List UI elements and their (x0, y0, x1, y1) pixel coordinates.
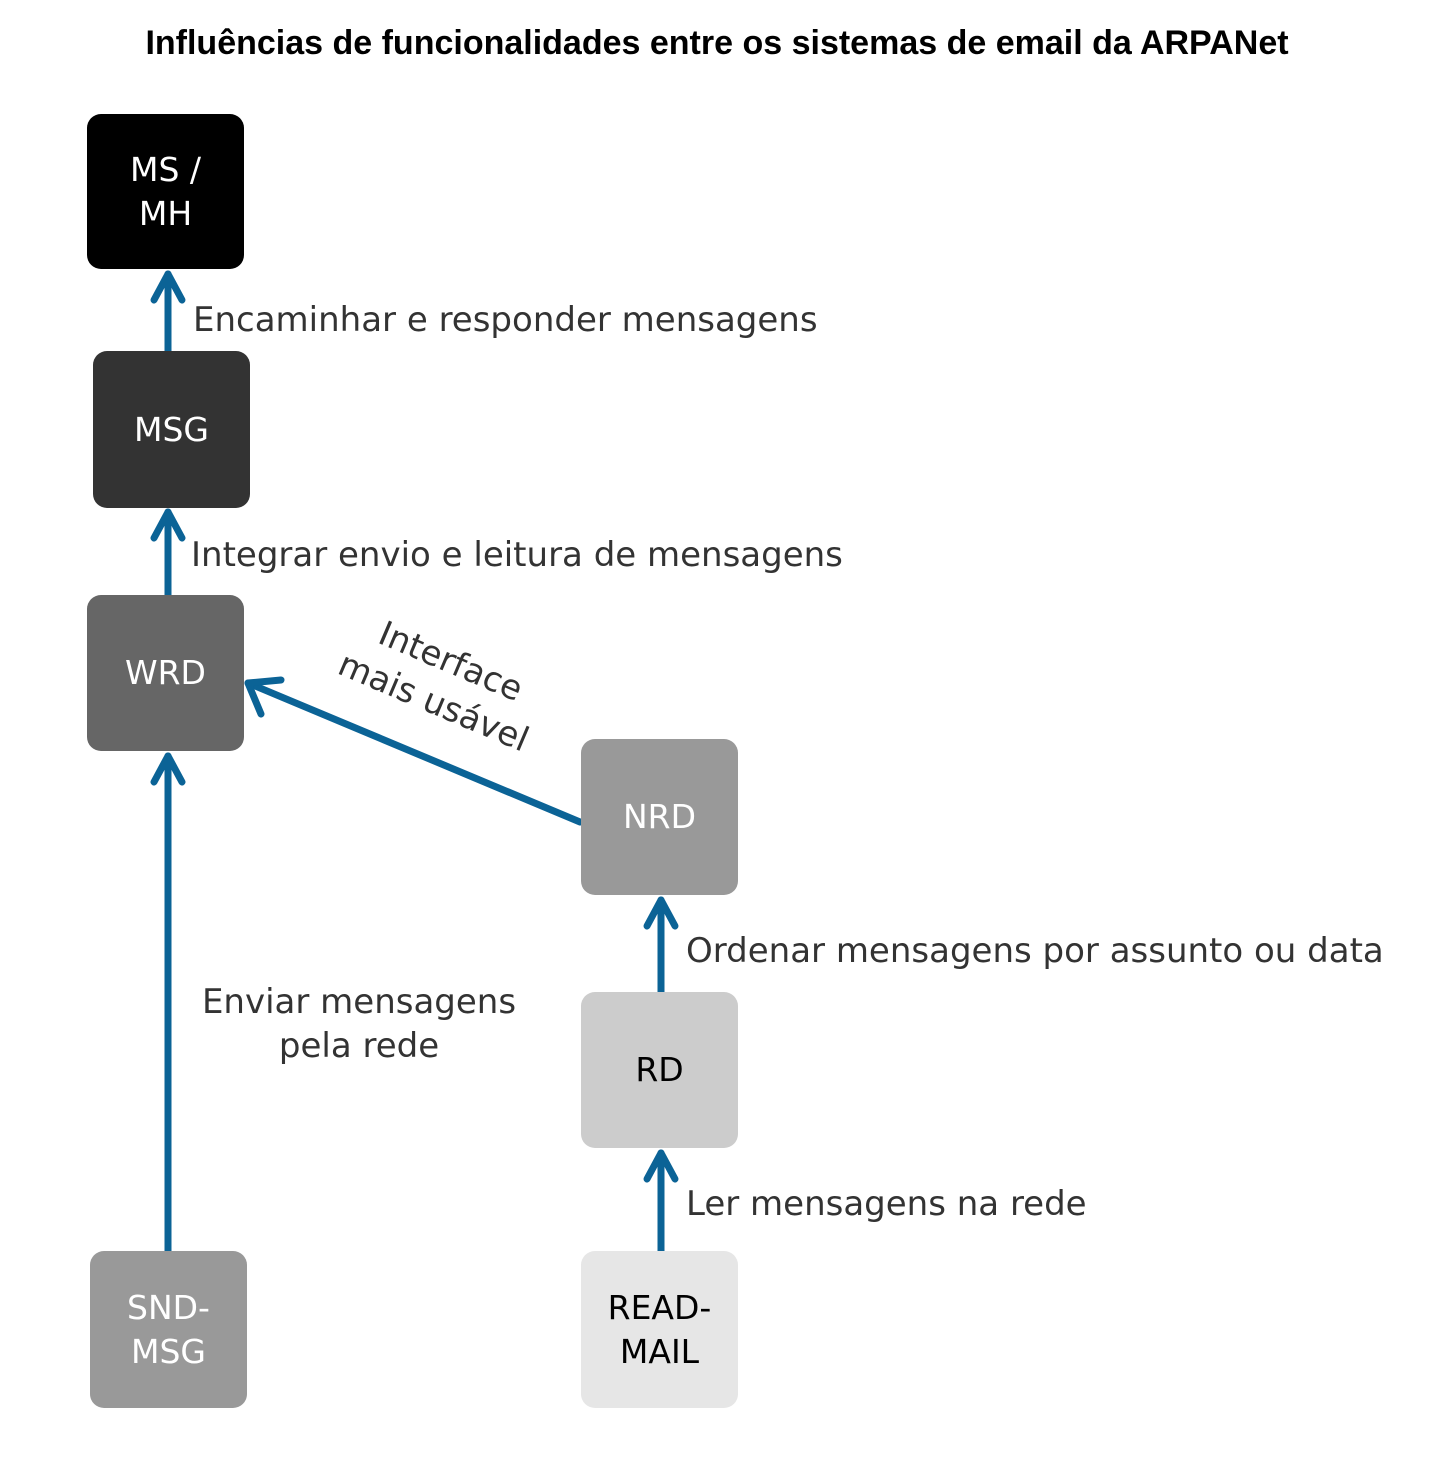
node-nrd-label: NRD (622, 797, 697, 836)
edge-rd-to-nrd (643, 896, 679, 996)
node-rd-label: RD (635, 1050, 684, 1089)
node-snd-msg-line1: SND- (127, 1287, 210, 1327)
node-rd: RD (581, 992, 738, 1148)
node-read-mail-line2: MAIL (619, 1331, 700, 1371)
node-ms-mh: MS /MH (87, 114, 244, 269)
node-ms-mh-line1: MS / (129, 149, 202, 189)
edge-readmail-to-rd (643, 1149, 679, 1255)
edge-label-encaminhar: Encaminhar e responder mensagens (193, 300, 818, 340)
node-snd-msg-line2: MSG (130, 1331, 206, 1371)
edge-wrd-to-msg (150, 508, 186, 599)
node-snd-msg: SND-MSG (90, 1251, 247, 1408)
edge-label-enviar-line2: pela rede (278, 1026, 440, 1066)
edge-label-enviar-line1: Enviar mensagens (201, 982, 517, 1022)
edge-label-integrar: Integrar envio e leitura de mensagens (191, 535, 843, 575)
node-read-mail: READ-MAIL (581, 1251, 738, 1408)
node-ms-mh-line2: MH (138, 193, 193, 233)
node-msg-label: MSG (134, 409, 209, 449)
diagram-title: Influências de funcionalidades entre os … (145, 24, 1289, 62)
node-read-mail-line1: READ- (607, 1287, 712, 1327)
edge-label-ler: Ler mensagens na rede (686, 1184, 1087, 1224)
edge-sndmsg-to-wrd (150, 752, 186, 1255)
edge-nrd-to-wrd (244, 676, 584, 826)
node-msg: MSG (93, 351, 250, 508)
node-wrd: WRD (87, 595, 244, 751)
node-nrd: NRD (581, 739, 738, 895)
edge-label-enviar: Enviar mensagens pela rede (186, 980, 532, 1068)
edge-msg-to-msmh (150, 270, 186, 355)
edge-label-ordenar: Ordenar mensagens por assunto ou data (686, 931, 1384, 971)
node-wrd-label: WRD (125, 653, 206, 692)
